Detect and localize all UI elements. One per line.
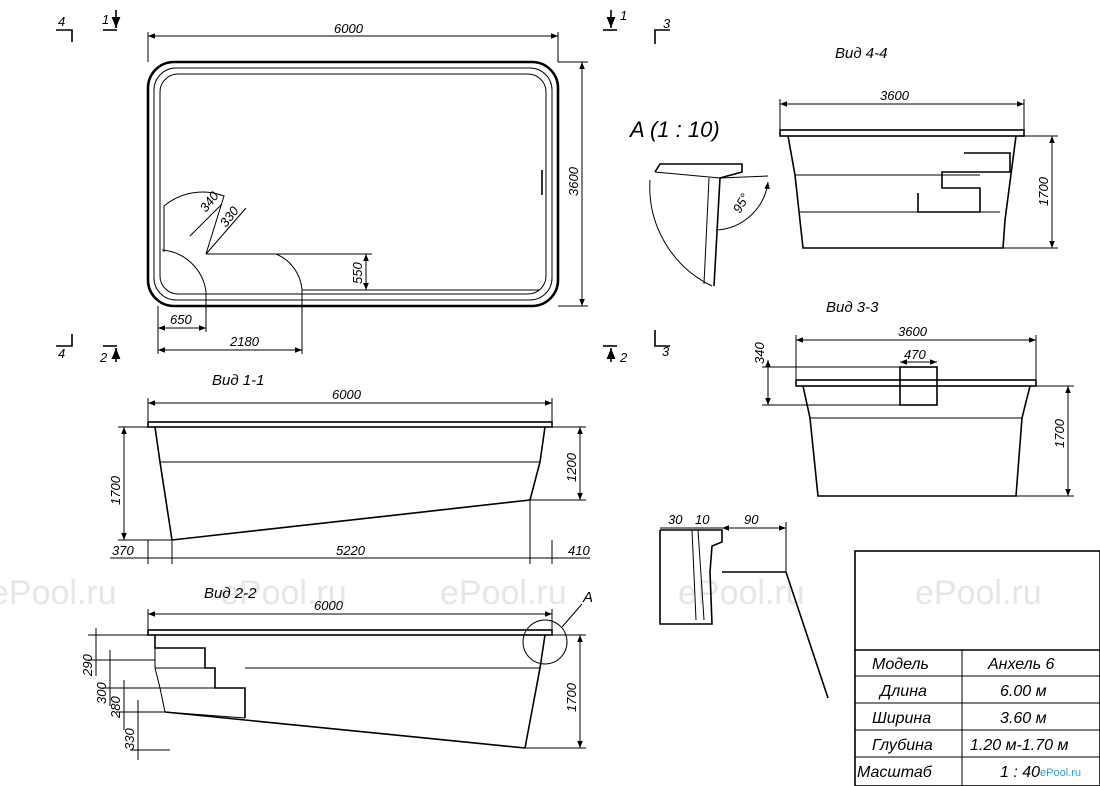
spec-length-value: 6.00 м bbox=[1000, 683, 1047, 700]
view-1-1-title: Вид 1-1 bbox=[212, 372, 265, 389]
detail-a-view: A (1 : 10) 95° bbox=[628, 117, 770, 287]
view-1-1-mid-label: 5220 bbox=[336, 543, 366, 558]
spec-scale-value: 1 : 40 bbox=[1000, 764, 1040, 781]
view-1-1-left-label: 370 bbox=[112, 543, 134, 558]
section-mark-2-right: 2 bbox=[619, 350, 628, 365]
profile-30-label: 30 bbox=[668, 512, 683, 527]
detail-a-title: A (1 : 10) bbox=[628, 117, 720, 142]
spec-table: Модель Анхель 6 Длина 6.00 м Ширина 3.60… bbox=[854, 550, 1100, 786]
plan-width-label: 3600 bbox=[566, 166, 581, 196]
plan-length-label: 6000 bbox=[334, 21, 364, 36]
profile-10-label: 10 bbox=[695, 512, 710, 527]
view-3-3-depth-label: 1700 bbox=[1052, 418, 1067, 448]
plan-2180-label: 2180 bbox=[229, 334, 260, 349]
section-mark-3-bottom: 3 bbox=[662, 344, 670, 359]
view-2-2-length-label: 6000 bbox=[314, 598, 344, 613]
plan-view: 6000 3600 340 330 550 650 2180 bbox=[146, 21, 588, 354]
view-4-4-depth-label: 1700 bbox=[1036, 176, 1051, 206]
plan-650-label: 650 bbox=[170, 312, 192, 327]
watermark-1: ePool.ru bbox=[0, 574, 117, 612]
view-3-3-340-label: 340 bbox=[752, 342, 767, 364]
detail-a-angle-label: 95° bbox=[730, 191, 753, 216]
epool-logo: ePool.ru bbox=[1040, 767, 1081, 779]
spec-width-label: Ширина bbox=[872, 710, 931, 727]
view-3-3-470-label: 470 bbox=[904, 347, 926, 362]
view-1-1-length-label: 6000 bbox=[332, 387, 362, 402]
watermark-2: ePool.ru bbox=[220, 574, 347, 612]
view-3-3-title: Вид 3-3 bbox=[826, 299, 879, 316]
section-mark-3-top: 3 bbox=[663, 16, 671, 31]
view-2-2-detail-label: A bbox=[582, 589, 593, 606]
view-4-4-width-label: 3600 bbox=[880, 88, 910, 103]
view-2-2-step4-label: 330 bbox=[122, 728, 137, 750]
section-markers: 4 4 1 2 1 2 3 3 bbox=[56, 8, 671, 365]
spec-scale-label: Масштаб bbox=[857, 764, 933, 781]
view-2-2-step2-label: 300 bbox=[94, 682, 109, 704]
view-3-3: Вид 3-3 3600 470 340 1700 bbox=[752, 299, 1074, 497]
view-2-2-depth-label: 1700 bbox=[564, 682, 579, 712]
section-mark-2-left: 2 bbox=[99, 350, 108, 365]
watermark-5: ePool.ru bbox=[915, 574, 1042, 612]
watermark-3: ePool.ru bbox=[440, 574, 567, 612]
spec-depth-label: Глубина bbox=[872, 737, 933, 754]
spec-width-value: 3.60 м bbox=[1000, 710, 1047, 727]
view-1-1-right-label: 410 bbox=[568, 543, 590, 558]
spec-depth-value: 1.20 м-1.70 м bbox=[970, 737, 1068, 754]
view-4-4: Вид 4-4 3600 1700 bbox=[779, 45, 1058, 249]
view-3-3-width-label: 3600 bbox=[898, 324, 928, 339]
spec-model-value: Анхель 6 bbox=[987, 656, 1055, 673]
section-mark-1-right: 1 bbox=[620, 8, 627, 23]
watermarks: ePool.ru ePool.ru ePool.ru ePool.ru ePoo… bbox=[0, 574, 1042, 612]
view-1-1: Вид 1-1 6000 1700 1200 370 5220 410 bbox=[108, 372, 590, 564]
watermark-4: ePool.ru bbox=[678, 574, 805, 612]
view-4-4-title: Вид 4-4 bbox=[835, 45, 888, 62]
view-2-2: Вид 2-2 A 6000 1700 290 300 280 330 bbox=[80, 585, 593, 760]
view-1-1-shallow-label: 1200 bbox=[564, 452, 579, 482]
profile-detail: 30 10 90 bbox=[659, 512, 829, 699]
section-mark-4-top: 4 bbox=[58, 14, 65, 29]
section-mark-4-bottom: 4 bbox=[58, 346, 65, 361]
view-2-2-title: Вид 2-2 bbox=[204, 585, 257, 602]
view-1-1-depth-label: 1700 bbox=[108, 475, 123, 505]
view-2-2-step3-label: 280 bbox=[108, 696, 123, 719]
view-2-2-step1-label: 290 bbox=[80, 654, 95, 677]
spec-length-label: Длина bbox=[878, 683, 927, 700]
profile-90-label: 90 bbox=[744, 512, 759, 527]
plan-550-label: 550 bbox=[350, 262, 365, 284]
spec-model-label: Модель bbox=[872, 656, 929, 673]
section-mark-1-left: 1 bbox=[102, 12, 109, 27]
